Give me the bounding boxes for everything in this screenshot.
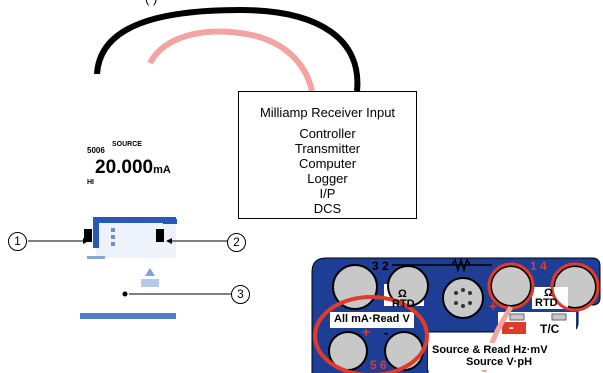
din-pin-6 bbox=[461, 304, 465, 308]
warning-symbol bbox=[145, 268, 155, 276]
tc-slot-left bbox=[509, 313, 525, 321]
din-pin-2 bbox=[468, 291, 472, 295]
callout-3-target bbox=[122, 291, 128, 297]
panel-omega-right: Ω bbox=[544, 287, 553, 299]
black-wire bbox=[94, 6, 361, 92]
display-value: 20.000 bbox=[95, 157, 154, 178]
panel-plus-mark: + bbox=[362, 324, 371, 340]
receiver-item-ip: I/P bbox=[319, 186, 336, 201]
din-pin-5 bbox=[468, 301, 472, 305]
ma-read-highlight bbox=[313, 295, 429, 373]
din-connector bbox=[442, 277, 484, 319]
panel-right-top-numbers: 1 4 bbox=[530, 259, 547, 273]
receiver-item-computer: Computer bbox=[298, 156, 357, 171]
leader-1-arrow bbox=[83, 238, 89, 244]
tc-minus-tag bbox=[502, 322, 526, 334]
warning-text bbox=[141, 279, 159, 287]
display-unit: mA bbox=[153, 164, 171, 176]
calibrator-frame bbox=[93, 217, 176, 248]
calibrator-key-3 bbox=[111, 242, 115, 246]
tc-slot-right bbox=[551, 313, 567, 321]
panel-tc-label: T/C bbox=[540, 322, 560, 336]
display-mode-code: 5006 bbox=[87, 146, 105, 155]
din-pin-1 bbox=[454, 291, 458, 295]
panel-bottom-numbers: 5 6 bbox=[370, 358, 387, 372]
receiver-header: Milliamp Receiver Input bbox=[259, 105, 396, 120]
ma-read-label-plate bbox=[330, 312, 414, 328]
panel-source-read-line1: Source & Read Hz·mV bbox=[432, 344, 548, 356]
source-read-plate bbox=[428, 343, 560, 370]
leader-2-arrow bbox=[166, 238, 172, 244]
panel-tc-minus: - bbox=[509, 319, 514, 335]
resistor-zigzag bbox=[451, 257, 471, 273]
display-mode-label: SOURCE bbox=[112, 141, 142, 148]
jack-top-3 bbox=[490, 265, 532, 307]
receiver-item-transmitter: Transmitter bbox=[294, 141, 361, 156]
panel-left-top-numbers: 3 2 bbox=[372, 259, 389, 273]
receiver-item-logger: Logger bbox=[307, 171, 348, 186]
calibrator-key-2 bbox=[111, 235, 115, 239]
panel-all-ma-label: All mA·Read V bbox=[334, 313, 410, 325]
receiver-item-dcs: DCS bbox=[313, 201, 342, 216]
terminal-right bbox=[156, 229, 164, 242]
terminal-left bbox=[84, 229, 92, 242]
callout-3: 3 bbox=[231, 285, 250, 304]
din-pin-3 bbox=[461, 288, 465, 292]
display-range: HI bbox=[87, 179, 94, 186]
receiver-box: Milliamp Receiver Input Controller Trans… bbox=[238, 91, 417, 219]
wire-label: ( ) bbox=[145, 0, 157, 6]
calibrator-base bbox=[80, 313, 176, 319]
panel-rtd-right: RTD bbox=[535, 297, 558, 309]
receiver-item-controller: Controller bbox=[299, 126, 356, 141]
display-reading: 20.000mA bbox=[95, 157, 171, 179]
highlight-top-4 bbox=[550, 262, 600, 312]
panel-source-read-line2: Source V·pH bbox=[466, 356, 533, 368]
panel-minus-mark: - bbox=[384, 325, 389, 340]
callout-2: 2 bbox=[227, 233, 246, 252]
panel-omega-left: Ω bbox=[398, 288, 407, 300]
din-pin-4 bbox=[454, 301, 458, 305]
calibrator-key-1 bbox=[111, 228, 115, 232]
pink-wire bbox=[147, 28, 315, 92]
jack-bottom-6 bbox=[384, 331, 424, 371]
callout-1: 1 bbox=[8, 232, 27, 251]
calibrator-badge bbox=[163, 219, 177, 224]
calibrator-logo bbox=[87, 256, 105, 259]
panel-plus-red-top: + bbox=[489, 298, 498, 314]
panel-rtd-left: RTD bbox=[392, 298, 415, 310]
